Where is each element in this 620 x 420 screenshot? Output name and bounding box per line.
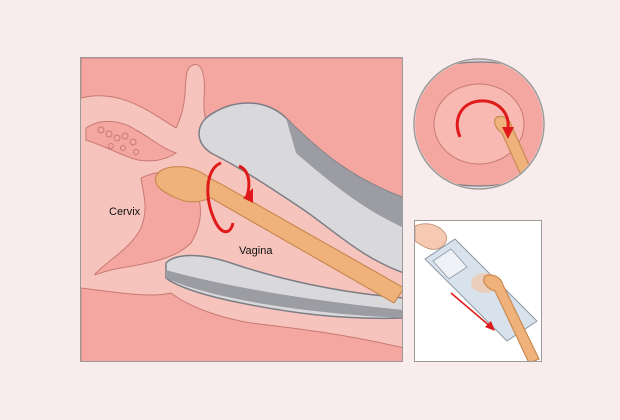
speculum-lower-blade [165,254,402,320]
fringe-detail [97,126,139,155]
rotation-arrow-head [243,188,253,203]
speculum-upper-shadow [286,118,402,228]
inset-rotation-arrow-icon [455,99,510,138]
smear-drawing [415,221,541,361]
cervix-inset [412,57,546,191]
slide-label-area [432,248,468,280]
vagina-label: Vagina [239,245,273,257]
spatula [154,166,402,304]
smear-direction-arrow-icon [450,292,495,331]
speculum-upper-blade [198,102,402,274]
cross-section-panel: Cervix Vagina [80,57,403,362]
inset-rotation-arrow-head [502,127,514,139]
smear-spatula [483,274,540,361]
rotation-arrow-icon [206,161,251,234]
smear-panel [414,220,542,362]
hand [415,223,448,250]
cervix-inset-drawing [413,58,545,190]
inset-cervix [433,83,525,165]
cervix-label: Cervix [109,206,141,218]
lower-tissue [81,287,402,361]
speculum-lower-shadow [166,270,402,318]
cross-section-drawing [81,58,402,361]
